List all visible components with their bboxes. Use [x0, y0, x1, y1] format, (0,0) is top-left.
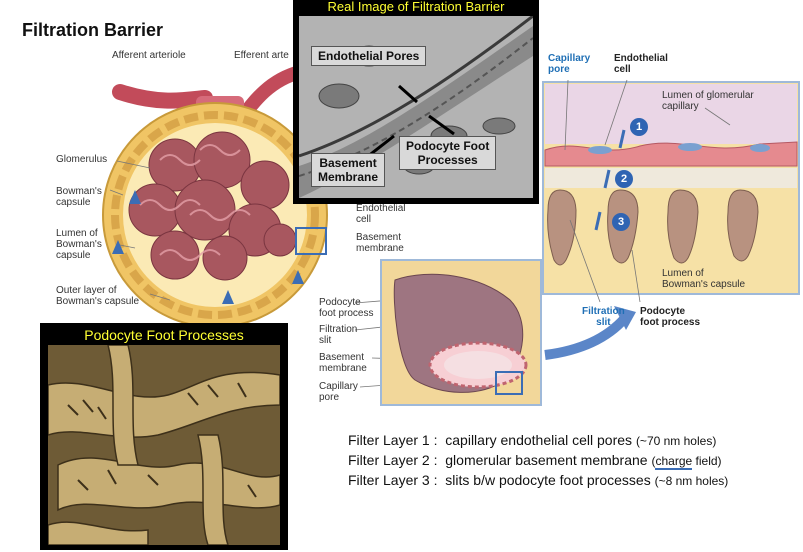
glomerulus-label: Glomerulus — [56, 154, 108, 165]
step-3-badge: 3 — [612, 213, 630, 231]
afferent-arteriole-label: Afferent arteriole — [112, 50, 186, 61]
filter-layer-3: Filter Layer 3 : slits b/w podocyte foot… — [348, 472, 729, 488]
sem-panel-title: Podocyte Foot Processes — [84, 327, 244, 343]
sem-micrograph — [48, 345, 280, 545]
em-image-panel: Real Image of Filtration Barrier Endothe… — [293, 0, 539, 204]
filter-layer-1: Filter Layer 1 : capillary endothelial c… — [348, 432, 717, 448]
step-2-badge: 2 — [615, 170, 633, 188]
endothelial-pores-label: Endothelial Pores — [311, 46, 427, 66]
step-1-badge: 1 — [630, 118, 648, 136]
efferent-arteriole-label: Efferent arte — [234, 50, 289, 61]
em-panel-title: Real Image of Filtration Barrier — [327, 0, 505, 14]
sem-image-panel: Podocyte Foot Processes — [40, 323, 288, 550]
filter-layer-2: Filter Layer 2 : glomerular basement mem… — [348, 452, 722, 470]
page-title: Filtration Barrier — [22, 20, 164, 40]
